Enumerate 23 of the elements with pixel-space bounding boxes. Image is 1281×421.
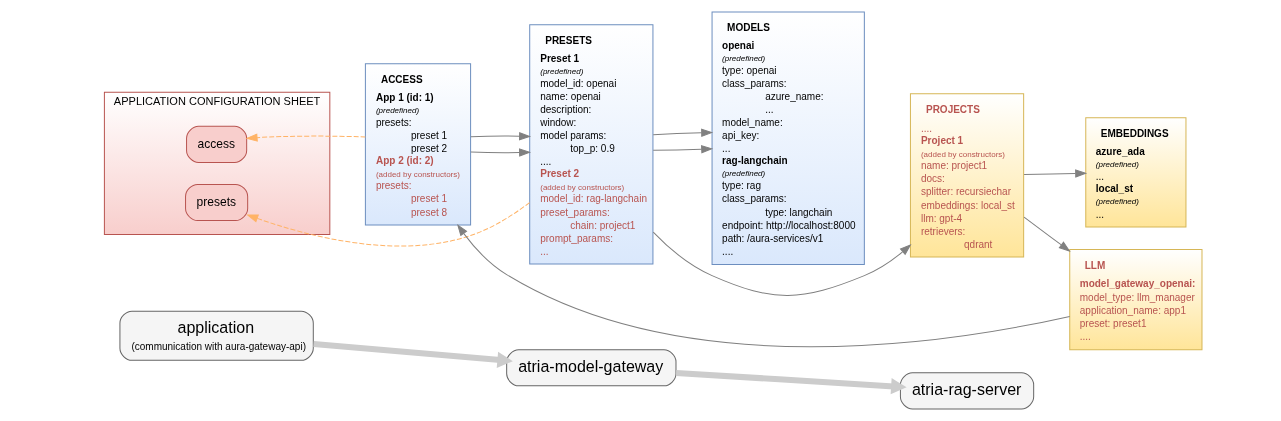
node-box: PROJECTS .... Project 1 (added by constructors) name: project1 docs: splitter: recursiechar embeddings: local_st llm: gpt-4 retrievers: qdrant	[909, 93, 1025, 258]
node-box: EMBEDDINGS azure_ada (predefined) ... local_st (predefined) ...	[1085, 117, 1187, 228]
arrow	[457, 224, 1071, 348]
arrow	[313, 341, 513, 368]
node-box: application (communication with aura-gateway-api)	[119, 310, 314, 361]
arrow	[246, 133, 366, 142]
node-box: presets	[185, 183, 249, 221]
arrow	[652, 128, 713, 137]
node-box: PRESETS Preset 1 (predefined) model_id: openai name: openai description: window: model params: top_p: 0.9 .... Preset 2 (added by constructors) model_id: rag-langchain preset_params: chain: project1 prompt_params: ...	[529, 24, 654, 265]
arrow	[652, 231, 911, 296]
arrow	[470, 132, 531, 141]
arrow	[247, 202, 531, 247]
arrow	[676, 369, 907, 395]
node-box: atria-rag-server	[899, 372, 1035, 410]
arrow	[1023, 169, 1087, 178]
arrow	[652, 145, 713, 154]
arrow	[1023, 216, 1070, 252]
node-box: access	[186, 125, 248, 163]
node-box: MODELS openai (predefined) type: openai class_params: azure_name: ... model_name: api_key: ... rag-langchain (predefined) type: rag class_params: type: langchain endpoint: http://localhost:8000 path: /aura-services/v1 ....	[711, 11, 865, 266]
node-box: atria-model-gateway	[506, 349, 677, 387]
arrow	[470, 148, 531, 157]
node-box: LLM model_gateway_openai: model_type: llm_manager application_name: app1 preset: preset1 ....	[1069, 249, 1203, 351]
node-box: ACCESS App 1 (id: 1) (predefined) presets: preset 1 preset 2 App 2 (id: 2) (added by constructors) presets: preset 1 preset 8	[364, 63, 472, 226]
